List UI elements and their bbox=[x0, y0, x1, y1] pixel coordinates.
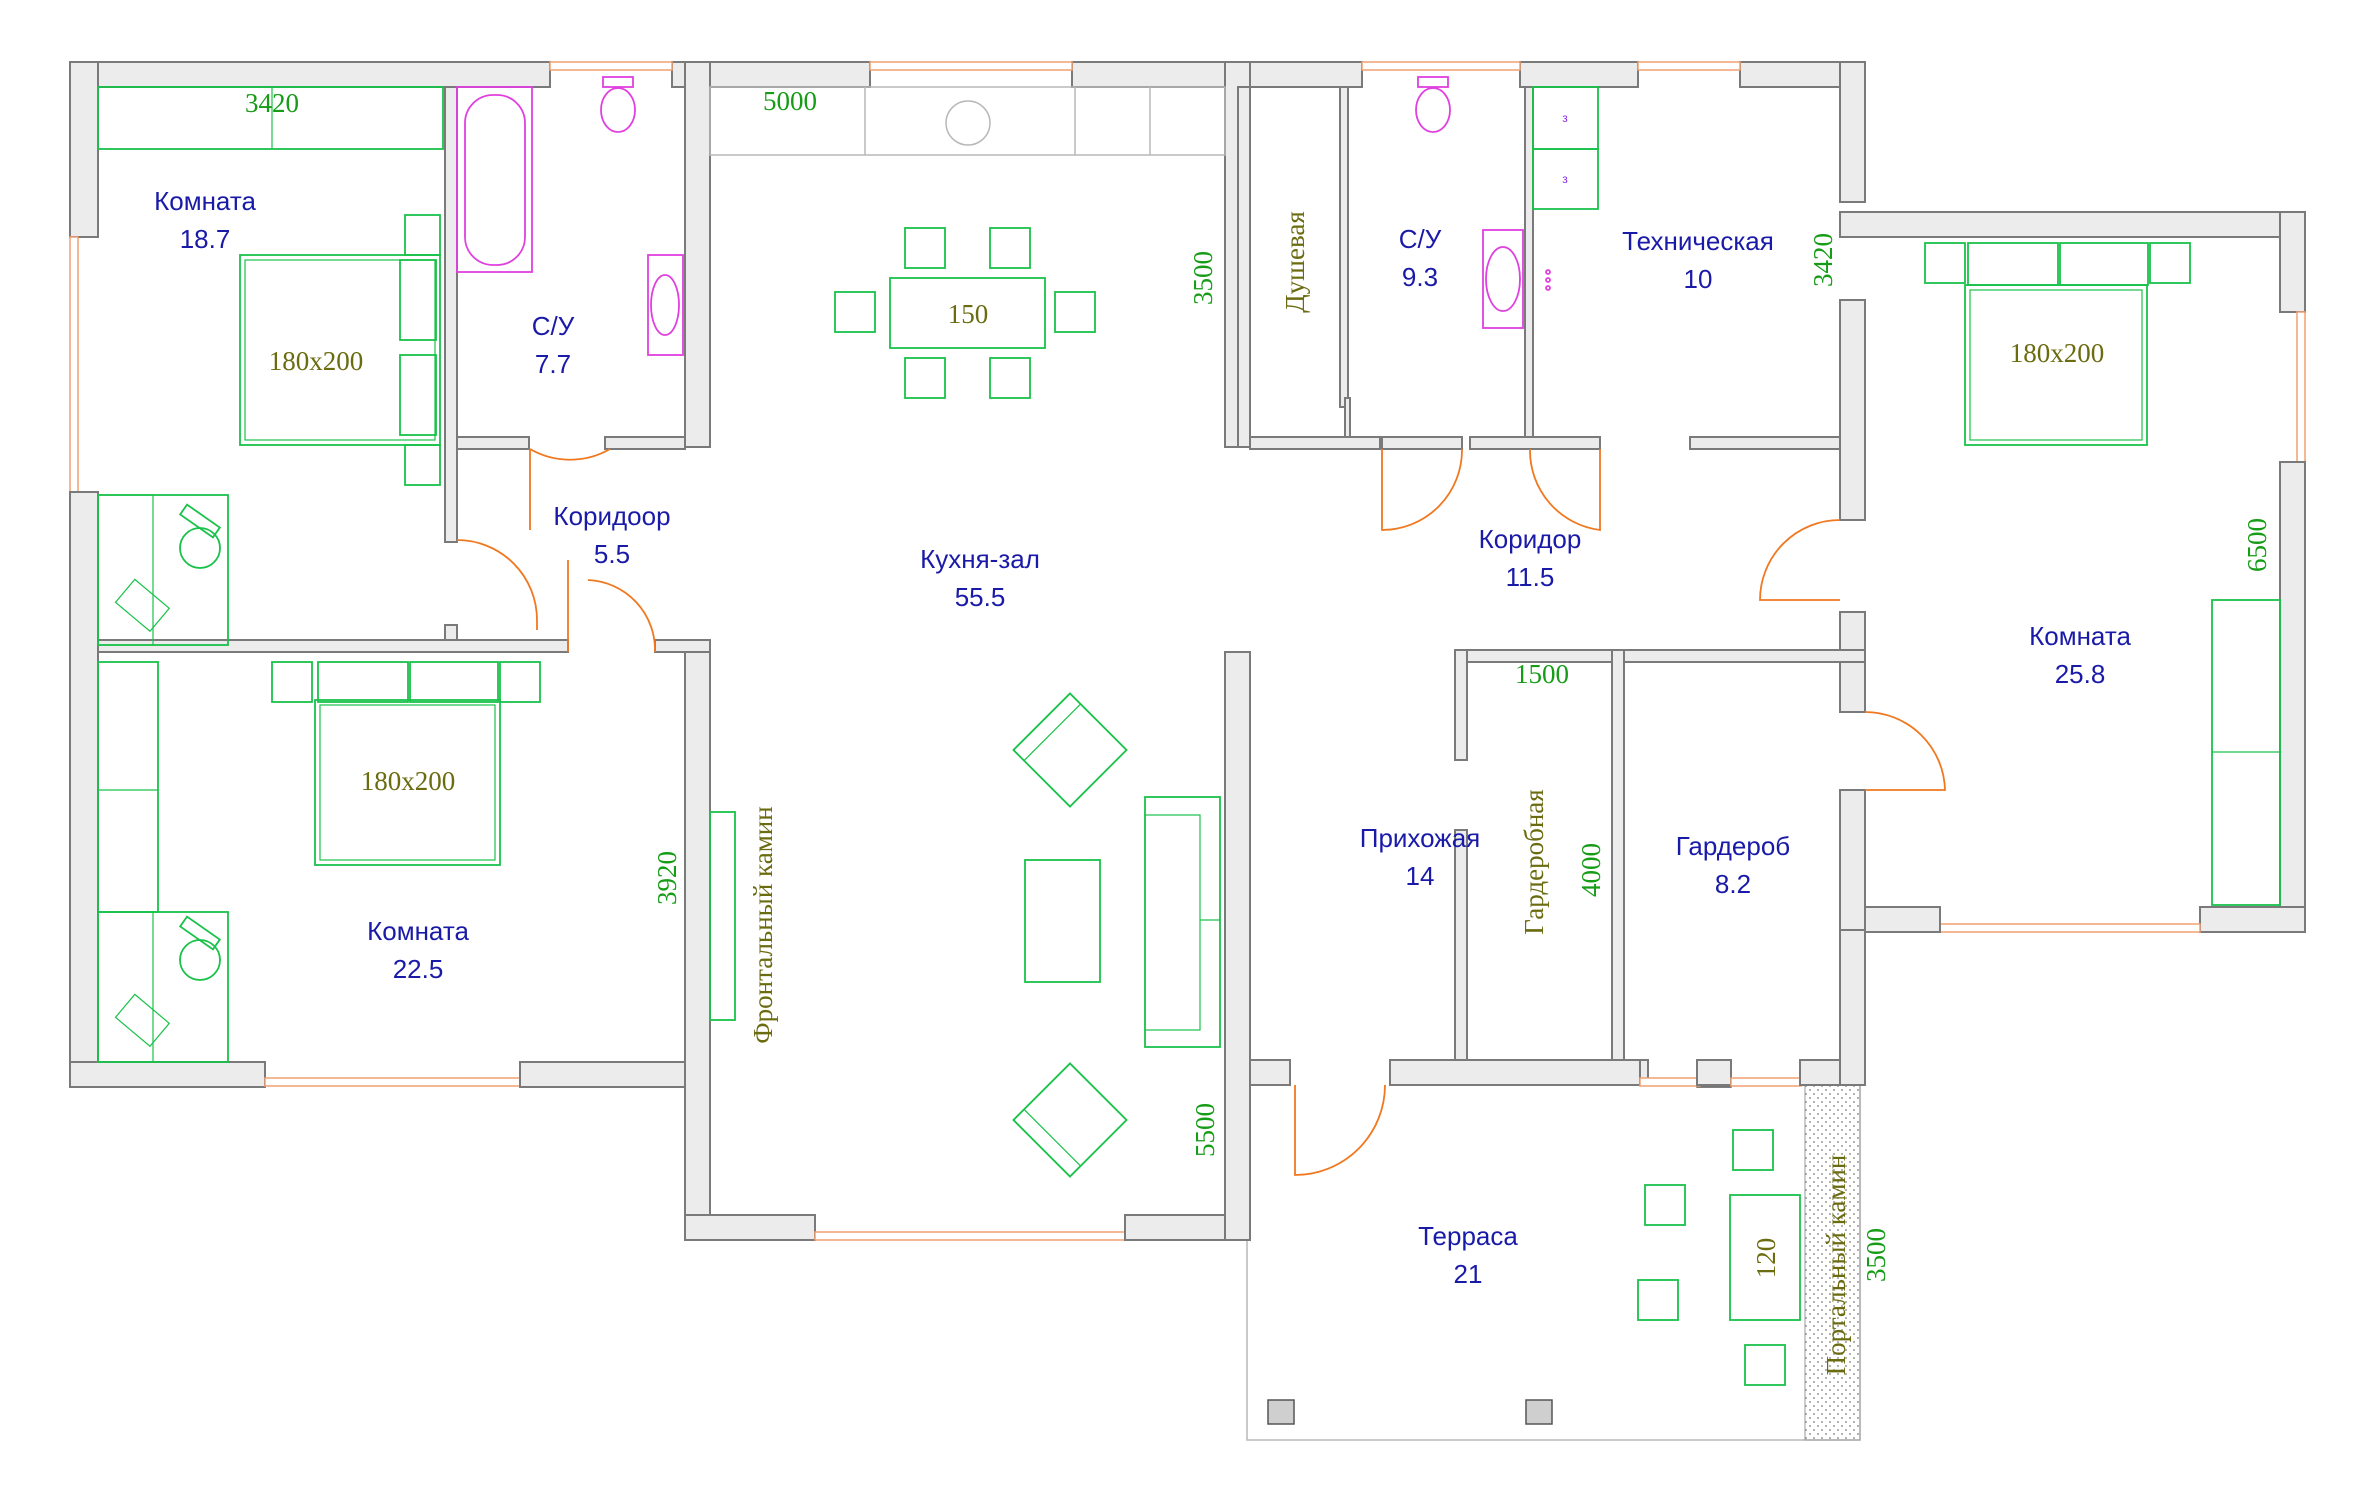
room-name: Терраса bbox=[1418, 1221, 1518, 1251]
computer-icon bbox=[114, 578, 171, 633]
washing-machine-icon bbox=[1532, 148, 1599, 210]
terrace-pillar bbox=[1525, 1399, 1553, 1425]
svg-text:з: з bbox=[1562, 111, 1568, 125]
bed-icon bbox=[239, 254, 441, 446]
room-area: 25.8 bbox=[2055, 659, 2106, 689]
bed-size-label: 180x200 bbox=[361, 766, 456, 796]
room-name: Прихожая bbox=[1360, 823, 1480, 853]
room-name: Комната bbox=[367, 916, 469, 946]
dimension-label: 5000 bbox=[763, 86, 817, 116]
dimension-label: 4000 bbox=[1576, 843, 1606, 897]
dimension-label: 5500 bbox=[1190, 1103, 1220, 1157]
dimension-label: 3500 bbox=[1861, 1228, 1891, 1282]
room-name: Гардероб bbox=[1676, 831, 1790, 861]
door-swing-icon bbox=[1759, 519, 1841, 601]
portal-fireplace-hearth bbox=[1804, 1084, 1861, 1441]
room-area: 14 bbox=[1406, 861, 1435, 891]
kitchen-counter bbox=[709, 86, 1226, 156]
fireplace-label: Фронтальный камин bbox=[748, 806, 778, 1043]
door-swing-icon bbox=[1381, 448, 1463, 531]
room-name: Коридор bbox=[1479, 524, 1582, 554]
door-swing-icon bbox=[1294, 1084, 1386, 1176]
room-name: Кухня-зал bbox=[920, 544, 1040, 574]
room-area: 18.7 bbox=[180, 224, 231, 254]
room-sw-furniture bbox=[97, 661, 541, 1063]
dimension-labels: 3420 5000 3500 3420 6500 1500 4000 3920 … bbox=[245, 86, 2272, 1282]
room-area: 7.7 bbox=[535, 349, 571, 379]
room-area: 21 bbox=[1454, 1259, 1483, 1289]
bathtub-icon bbox=[456, 86, 533, 273]
room-name: Коридоор bbox=[553, 501, 670, 531]
coffee-table bbox=[1024, 859, 1101, 983]
sink-icon bbox=[1482, 229, 1524, 329]
armchair-icon bbox=[1012, 692, 1128, 808]
room-name: Гардеробная bbox=[1519, 789, 1549, 934]
armchair-icon bbox=[1012, 1062, 1128, 1178]
door-swing-icon bbox=[587, 579, 656, 653]
hob-icon bbox=[945, 100, 991, 146]
dimension-label: 3420 bbox=[1808, 233, 1838, 287]
fireplace-label: Портальный камин bbox=[1821, 1155, 1851, 1376]
terrace-outline bbox=[1246, 1062, 1861, 1441]
office-chair-icon bbox=[178, 915, 222, 981]
room-east-furniture bbox=[1924, 242, 2281, 906]
terrace-table bbox=[1729, 1194, 1801, 1321]
dining-table bbox=[889, 277, 1046, 349]
office-chair-icon bbox=[178, 503, 222, 569]
sink-icon bbox=[647, 254, 684, 356]
doors bbox=[456, 448, 1946, 1176]
kitchen-furniture bbox=[709, 86, 1226, 1178]
bed-size-label: 180x200 bbox=[2010, 338, 2105, 368]
terrace-furniture bbox=[1637, 1129, 1801, 1386]
bath-east-fixtures bbox=[1415, 76, 1551, 329]
bed-size-label: 180x200 bbox=[269, 346, 364, 376]
room-nw-furniture bbox=[97, 86, 444, 646]
sofa-icon bbox=[1144, 796, 1221, 1048]
room-name: С/У bbox=[532, 311, 575, 341]
toilet-icon bbox=[1415, 76, 1451, 133]
svg-text:з: з bbox=[1562, 172, 1568, 186]
technical-fixtures: з з bbox=[1532, 86, 1599, 210]
room-labels: Комната 18.7 С/У 7.7 Коридоор 5.5 Комнат… bbox=[154, 186, 2131, 1289]
table-size-label: 150 bbox=[948, 299, 989, 329]
bath-west-fixtures bbox=[456, 76, 684, 356]
desk-icon bbox=[97, 494, 229, 646]
room-name: Комната bbox=[2029, 621, 2131, 651]
room-area: 55.5 bbox=[955, 582, 1006, 612]
room-area: 22.5 bbox=[393, 954, 444, 984]
toilet-icon bbox=[600, 76, 636, 133]
dimension-label: 3420 bbox=[245, 88, 299, 118]
door-swing-icon bbox=[1864, 711, 1946, 791]
dimension-label: 6500 bbox=[2242, 518, 2272, 572]
room-name: Душевая bbox=[1280, 211, 1310, 313]
desk-icon bbox=[97, 911, 229, 1063]
walls bbox=[69, 61, 2306, 1241]
room-area: 11.5 bbox=[1506, 562, 1555, 592]
furniture-labels: 180x200 180x200 180x200 150 120 Фронталь… bbox=[269, 299, 2105, 1375]
room-area: 9.3 bbox=[1402, 262, 1438, 292]
table-size-label: 120 bbox=[1751, 1238, 1781, 1279]
dimension-label: 3920 bbox=[652, 851, 682, 905]
terrace-pillar bbox=[1267, 1399, 1295, 1425]
room-area: 5.5 bbox=[594, 539, 630, 569]
room-name: Техническая bbox=[1622, 226, 1774, 256]
dimension-label: 3500 bbox=[1188, 251, 1218, 305]
room-area: 8.2 bbox=[1715, 869, 1751, 899]
computer-icon bbox=[114, 993, 171, 1048]
door-swing-icon bbox=[529, 448, 611, 461]
room-name: Комната bbox=[154, 186, 256, 216]
fireplace-icon bbox=[709, 811, 736, 1021]
room-area: 10 bbox=[1684, 264, 1713, 294]
door-swing-icon bbox=[1529, 448, 1601, 532]
door-swing-icon bbox=[456, 539, 538, 621]
dimension-label: 1500 bbox=[1515, 659, 1569, 689]
room-name: С/У bbox=[1399, 224, 1442, 254]
